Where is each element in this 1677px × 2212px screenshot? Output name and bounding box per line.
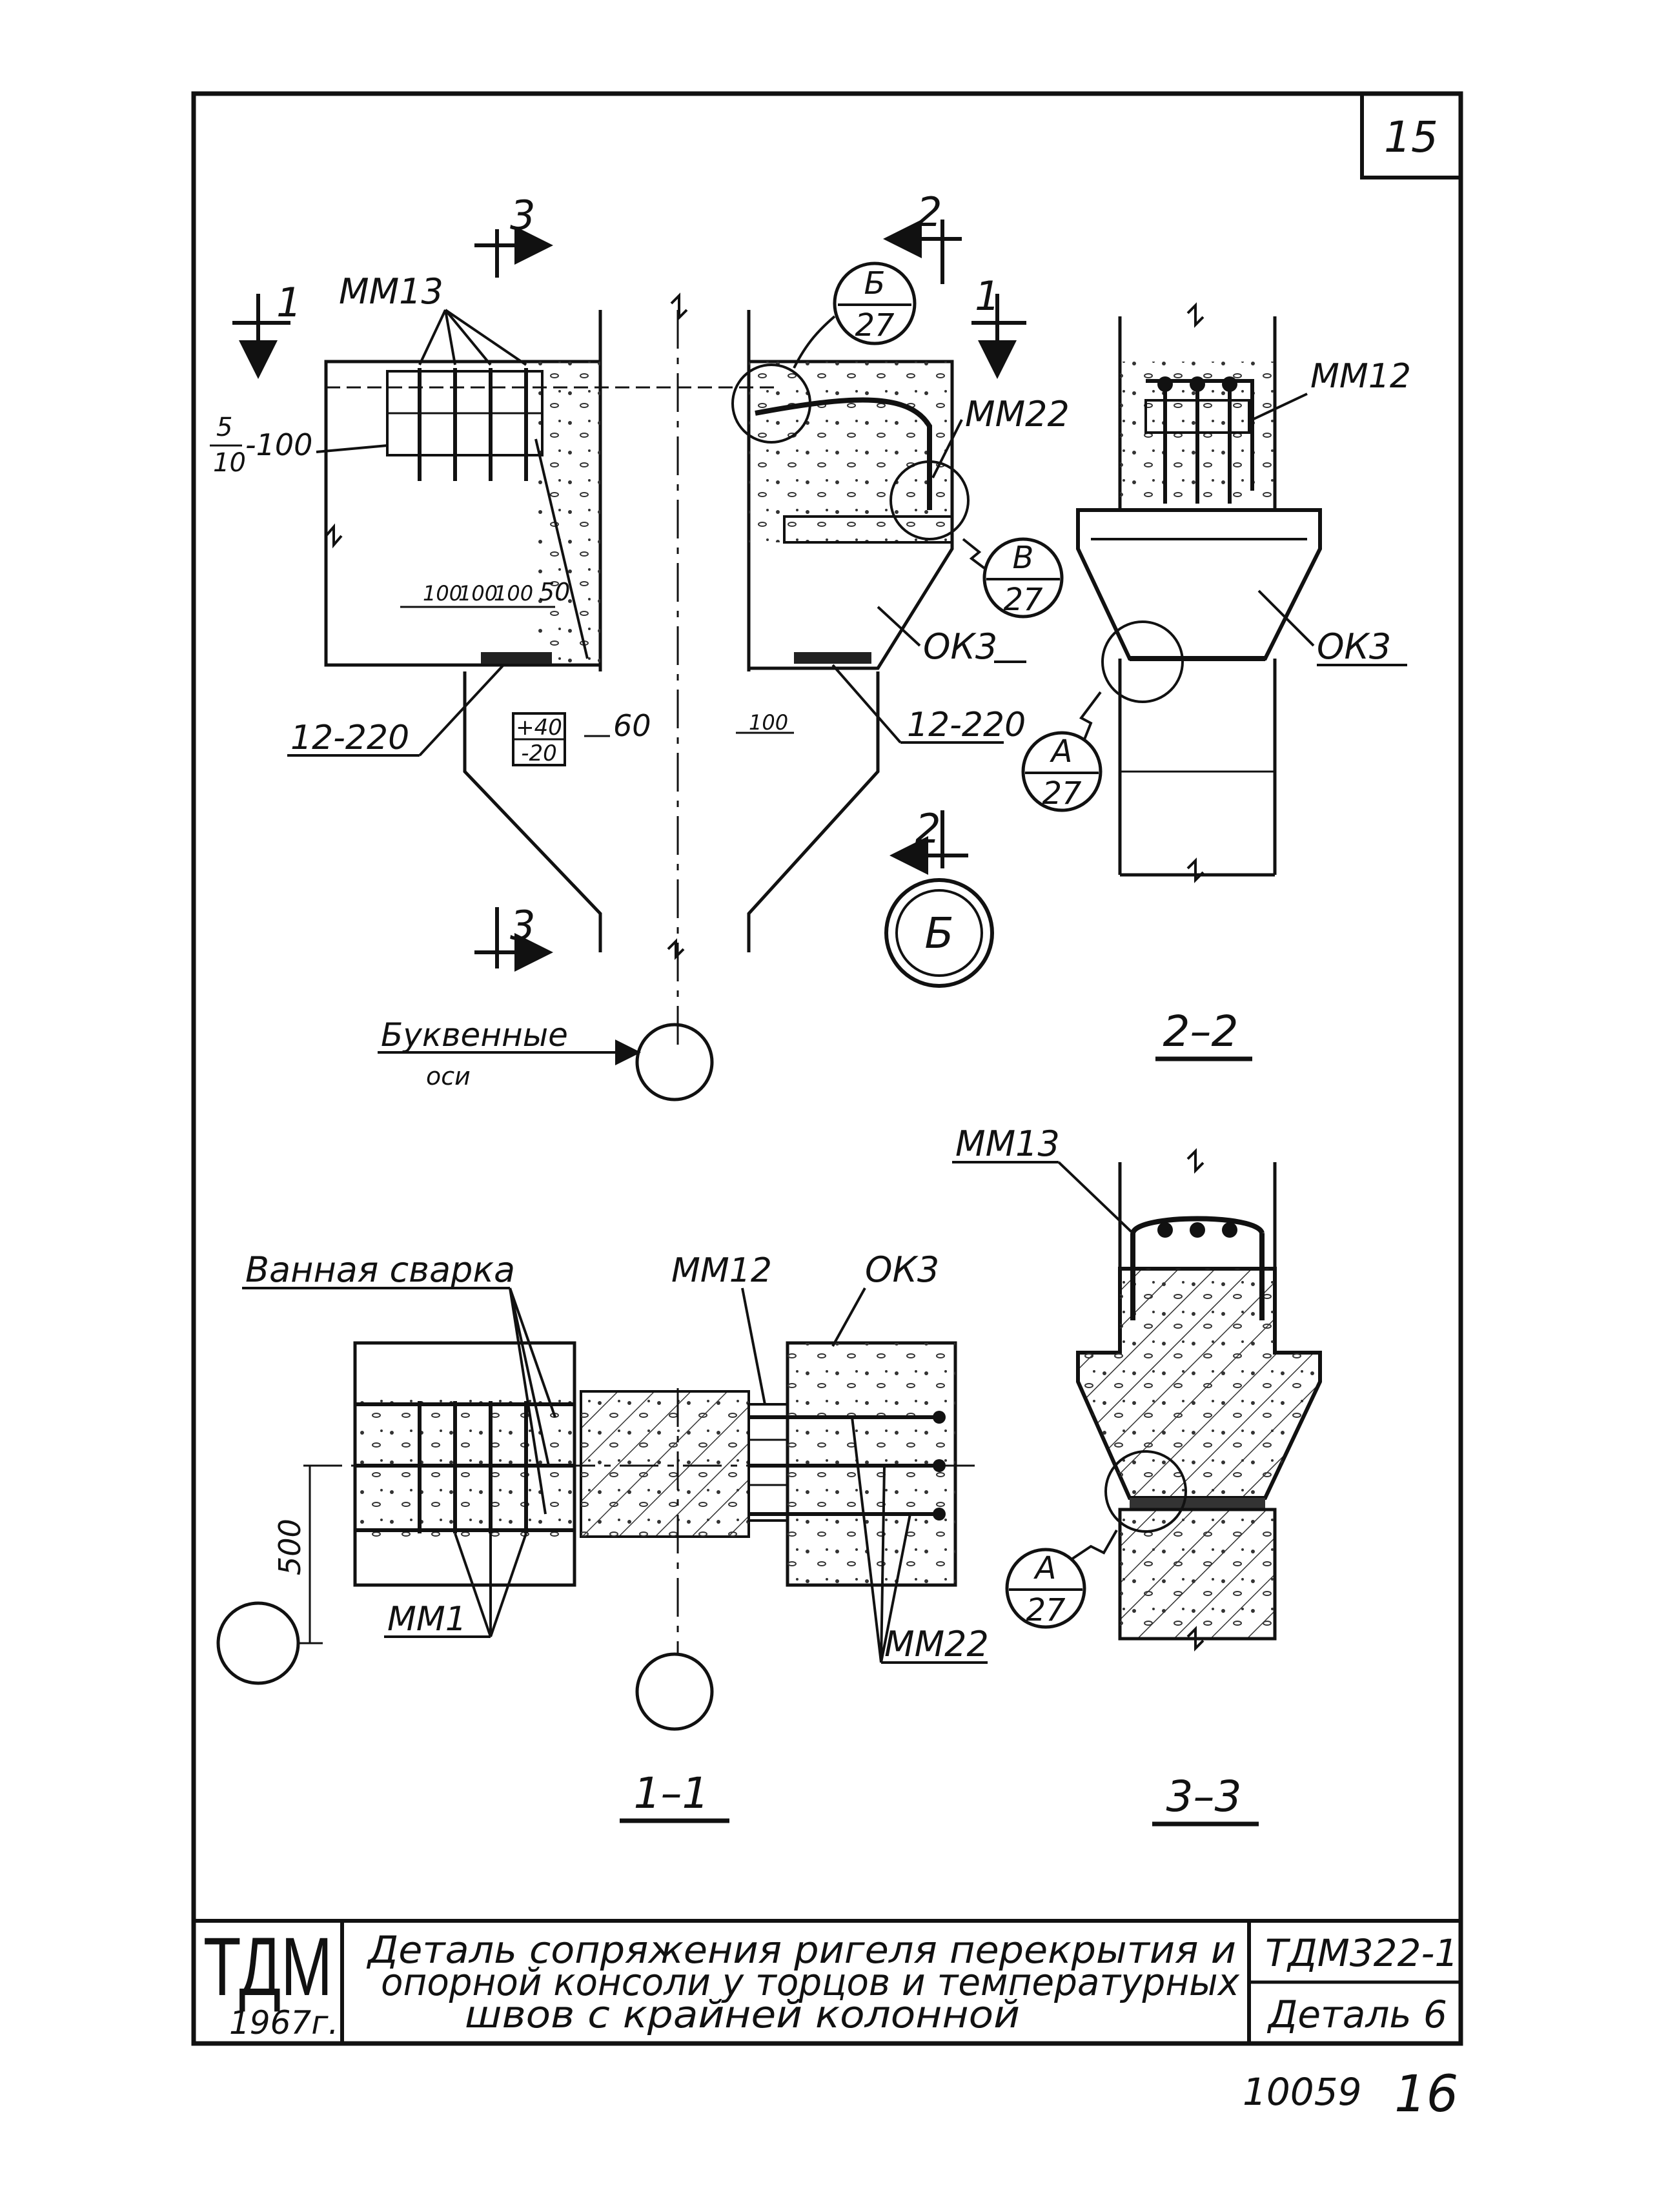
tolerance-box: +40 -20 [512, 712, 566, 766]
svg-text:27: 27 [1003, 582, 1043, 618]
label-spacing-val: -100 [245, 427, 312, 462]
callout-v27: В 27 [962, 537, 1064, 619]
svg-text:2: 2 [917, 189, 942, 236]
archive-number: 10059 [1243, 2070, 1362, 2114]
svg-text:100: 100 [458, 581, 498, 606]
svg-text:100: 100 [494, 581, 533, 606]
svg-text:27: 27 [855, 307, 895, 343]
svg-text:27: 27 [1026, 1592, 1066, 1628]
svg-text:100: 100 [423, 581, 462, 606]
svg-text:А: А [1033, 1550, 1057, 1586]
svg-text:Б: Б [924, 908, 953, 958]
title-line-2: опорной консоли у торцов и температурных [381, 1960, 1240, 2004]
svg-text:+40: +40 [516, 715, 562, 741]
title-code: ТДМ322-1 [1265, 1931, 1458, 1975]
title-3-3: 3–3 [1152, 1772, 1259, 1827]
label-weld-right: 12-220 [907, 706, 1026, 744]
svg-text:3: 3 [510, 192, 535, 239]
svg-text:2–2: 2–2 [1163, 1007, 1239, 1056]
callout-b27: Б 27 [793, 261, 917, 369]
page-number: 16 [1394, 2065, 1458, 2124]
dim-60: 60 [613, 708, 651, 743]
letter-axes-note: Буквенные оси [378, 1016, 641, 1091]
cut-2-top: 2 [883, 189, 962, 284]
label-spacing-num: 5 [216, 413, 232, 442]
title-year: 1967г. [229, 2004, 338, 2042]
label-mm12-b: ММ12 [671, 1251, 772, 1290]
svg-text:А: А [1050, 733, 1073, 770]
sheet-frame [191, 91, 1463, 2046]
svg-text:1: 1 [975, 272, 1000, 320]
section-3-3 [1076, 1148, 1322, 1652]
cut-3-top: 3 [474, 192, 553, 278]
svg-text:-20: -20 [521, 741, 557, 766]
label-mm12: ММ12 [1310, 357, 1411, 396]
title-line-3: швов с крайней колонной [465, 1992, 1020, 2036]
svg-text:1: 1 [276, 279, 301, 326]
title-2-2: 2–2 [1155, 1007, 1252, 1061]
detail-b-marker: Б [884, 878, 994, 988]
title-block: ТДМ 1967г. Деталь сопряжения ригеля пере… [194, 1919, 1461, 2043]
title-1-1: 1–1 [620, 1768, 729, 1823]
svg-text:27: 27 [1042, 775, 1082, 812]
label-mm13-b: ММ13 [955, 1123, 1060, 1164]
title-detail: Деталь 6 [1266, 1992, 1447, 2036]
svg-text:Б: Б [864, 265, 886, 302]
dim-500: 500 [272, 1519, 307, 1575]
label-weld-left: 12-220 [290, 719, 409, 757]
svg-text:3–3: 3–3 [1166, 1772, 1242, 1821]
title-logo: ТДМ [203, 1921, 332, 2013]
section-2-2 [1076, 302, 1322, 883]
cut-3-bottom: 3 [474, 902, 553, 972]
sheet-number: 15 [1384, 112, 1438, 162]
stirrup-mm13 [386, 368, 544, 481]
title-line-1: Деталь сопряжения ригеля перекрытия и [366, 1928, 1236, 1972]
cut-2-bottom: 2 [889, 805, 968, 875]
callout-a27: А 27 [1021, 691, 1103, 812]
label-mm22-b: ММ22 [884, 1624, 989, 1664]
svg-text:Буквенные: Буквенные [381, 1016, 568, 1054]
section-1-1 [216, 1341, 975, 1731]
svg-text:2: 2 [915, 805, 940, 852]
main-elevation [324, 292, 970, 1101]
label-spacing-den: 10 [213, 448, 246, 478]
label-ok3-b: ОК3 [1317, 626, 1391, 667]
label-ok3-c: ОК3 [865, 1249, 939, 1290]
svg-text:3: 3 [510, 902, 535, 949]
dim-stirrup-spacing: 100 100 100 50 [400, 578, 570, 608]
svg-text:1–1: 1–1 [634, 1768, 709, 1818]
label-mm22: ММ22 [965, 394, 1070, 435]
callout-a27-b: А 27 [1005, 1530, 1118, 1629]
sheet-number-box: 15 [1360, 92, 1463, 179]
cut-1-left: 1 [232, 279, 301, 379]
svg-text:оси: оси [426, 1062, 471, 1091]
svg-text:В: В [1013, 540, 1034, 576]
cut-1-right: 1 [971, 272, 1026, 379]
label-bath-weld: Ванная сварка [245, 1249, 515, 1290]
label-mm13: ММ13 [339, 271, 443, 312]
dim-100: 100 [749, 710, 788, 735]
label-ok3: ОК3 [923, 626, 997, 667]
svg-text:50: 50 [539, 578, 570, 606]
label-mm1: ММ1 [387, 1600, 467, 1639]
